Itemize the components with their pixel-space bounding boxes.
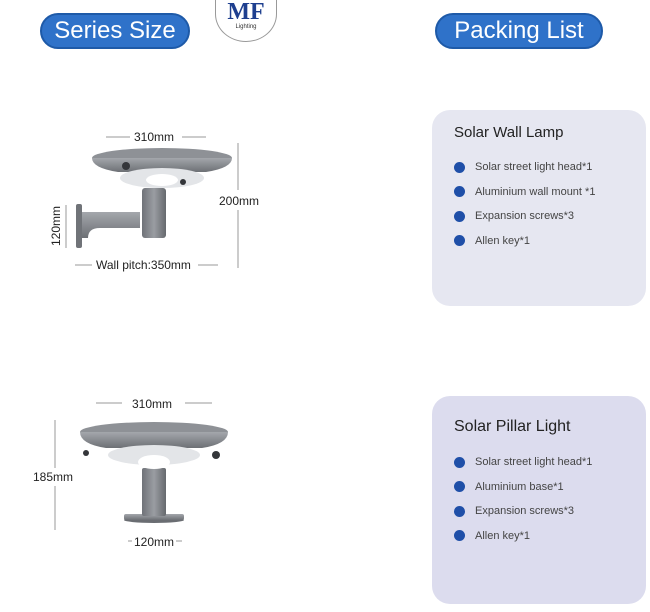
list-item: Solar street light head*1 bbox=[454, 155, 646, 180]
list-item-label: Expansion screws*3 bbox=[475, 505, 575, 518]
wall-lamp-height-label: 200mm bbox=[219, 194, 260, 208]
bullet-icon bbox=[454, 210, 465, 222]
packing-list-heading: Packing List bbox=[435, 13, 603, 49]
list-item: Expansion screws*3 bbox=[454, 204, 646, 229]
card-title: Solar Pillar Light bbox=[454, 418, 571, 435]
list-item-label: Aluminium base*1 bbox=[475, 480, 564, 493]
wall-lamp-width-label: 310mm bbox=[134, 130, 175, 144]
bullet-icon bbox=[454, 456, 465, 468]
wall-lamp-packing-card: Solar Wall Lamp Solar street light head*… bbox=[432, 110, 646, 306]
wall-pitch-label: Wall pitch:350mm bbox=[96, 258, 191, 272]
pillar-height-label: 185mm bbox=[33, 470, 74, 484]
wall-lamp-dimension-lines bbox=[65, 136, 239, 268]
bullet-icon bbox=[454, 235, 465, 247]
list-item-label: Solar street light head*1 bbox=[475, 161, 593, 174]
list-item-label: Allen key*1 bbox=[475, 529, 531, 542]
list-item-label: Expansion screws*3 bbox=[475, 210, 575, 223]
list-item: Aluminium wall mount *1 bbox=[454, 180, 646, 205]
pillar-light-packing-card: Solar Pillar Light Solar street light he… bbox=[432, 396, 646, 604]
series-size-heading: Series Size bbox=[40, 13, 190, 49]
pillar-base-label: 120mm bbox=[134, 535, 175, 549]
packing-list: Solar street light head*1 Aluminium wall… bbox=[454, 155, 646, 253]
logo-subtext: Lighting bbox=[235, 24, 257, 30]
bullet-icon bbox=[454, 505, 465, 517]
list-item: Allen key*1 bbox=[454, 524, 646, 549]
wall-lamp-drawing bbox=[76, 148, 232, 248]
list-item-label: Aluminium wall mount *1 bbox=[475, 185, 596, 198]
bullet-icon bbox=[454, 530, 465, 542]
list-item-label: Solar street light head*1 bbox=[475, 456, 593, 469]
bullet-icon bbox=[454, 161, 465, 173]
wall-lamp-arm-height-label: 120mm bbox=[49, 205, 63, 247]
list-item: Expansion screws*3 bbox=[454, 499, 646, 524]
logo-mark: MF bbox=[227, 0, 265, 25]
list-item: Aluminium base*1 bbox=[454, 475, 646, 500]
pillar-width-label: 310mm bbox=[132, 397, 173, 411]
packing-list: Solar street light head*1 Aluminium base… bbox=[454, 450, 646, 548]
list-item: Allen key*1 bbox=[454, 229, 646, 254]
card-title: Solar Wall Lamp bbox=[454, 124, 564, 141]
pillar-light-drawing bbox=[80, 422, 228, 523]
list-item: Solar street light head*1 bbox=[454, 450, 646, 475]
bullet-icon bbox=[454, 186, 465, 198]
list-item-label: Allen key*1 bbox=[475, 234, 531, 247]
pillar-light-dimension-lines bbox=[54, 402, 212, 542]
bullet-icon bbox=[454, 481, 465, 493]
